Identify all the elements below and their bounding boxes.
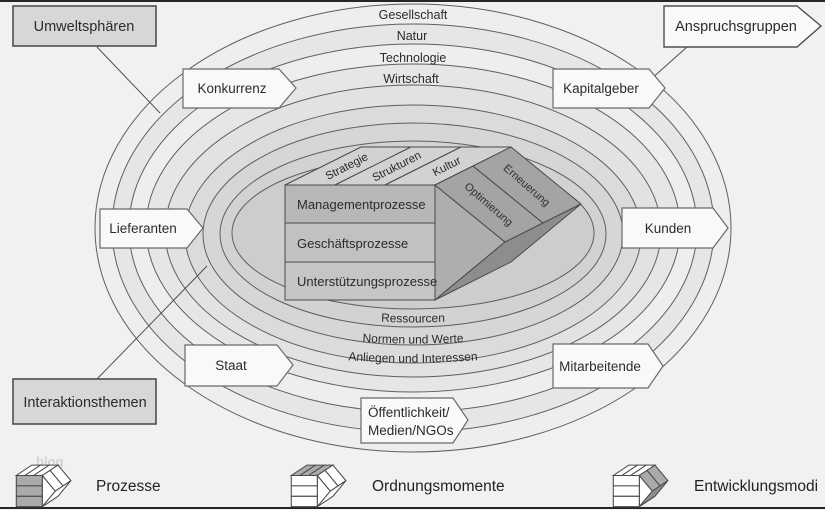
label-ressourcen: Ressourcen [381,311,445,326]
label-kunden: Kunden [645,221,692,236]
anspruchsgruppen-box [663,5,823,48]
legend-label-entwicklungsmodi: Entwicklungsmodi [694,478,818,495]
label-geschaeftsprozesse: Geschäftsprozesse [297,236,408,251]
label-lieferanten: Lieferanten [109,221,177,236]
label-umweltsphaeren: Umweltsphären [34,19,135,35]
row-unterstuetzungsprozesse [284,261,436,301]
label-gesellschaft: Gesellschaft [379,8,448,22]
stakeholder-staat [184,344,294,387]
top-border-line [0,0,825,2]
umweltsphaeren-box [12,5,157,47]
legend-icon-prozesse [14,464,72,509]
label-mitarbeitende: Mitarbeitende [559,359,641,374]
stakeholder-oeffentlichkeit [360,397,469,444]
legend: Prozesse Ordnungsmomente [14,464,818,509]
label-managementprozesse: Managementprozesse [297,197,426,212]
label-technologie: Technologie [380,51,447,65]
label-natur: Natur [397,29,428,43]
connector-umweltsphaeren [96,46,161,114]
legend-label-prozesse: Prozesse [96,478,161,495]
label-normen-und-werte: Normen und Werte [362,331,464,347]
stakeholder-lieferanten [99,208,204,249]
label-staat: Staat [215,358,247,373]
label-konkurrenz: Konkurrenz [197,81,266,96]
stakeholder-konkurrenz [182,68,297,109]
label-oeffentlichkeit-line1: Öffentlichkeit/ [368,405,450,420]
legend-icon-ordnungsmomente [289,464,347,509]
label-interaktionsthemen: Interaktionsthemen [23,395,146,411]
stakeholder-kunden [621,207,729,249]
legend-icon-entwicklungsmodi [611,464,669,509]
label-anspruchsgruppen: Anspruchsgruppen [675,19,797,35]
stakeholder-mitarbeitende [552,343,664,389]
stakeholder-kapitalgeber [552,68,666,109]
label-wirtschaft: Wirtschaft [383,72,439,86]
connector-interaktionsthemen [96,265,208,380]
label-oeffentlichkeit-line2: Medien/NGOs [368,423,454,438]
process-block: Managementprozesse Geschäftsprozesse Unt… [284,146,582,302]
arrowhead-bottom-face [434,203,582,301]
label-unterstuetzungsprozesse: Unterstützungsprozesse [297,274,437,289]
bottom-border-line [0,507,825,509]
connector-anspruchsgruppen [649,46,688,81]
legend-label-ordnungsmomente: Ordnungsmomente [372,478,505,495]
label-kapitalgeber: Kapitalgeber [563,81,639,96]
label-anliegen-und-interessen: Anliegen und Interessen [348,349,478,365]
interaktionsthemen-box [12,378,157,425]
